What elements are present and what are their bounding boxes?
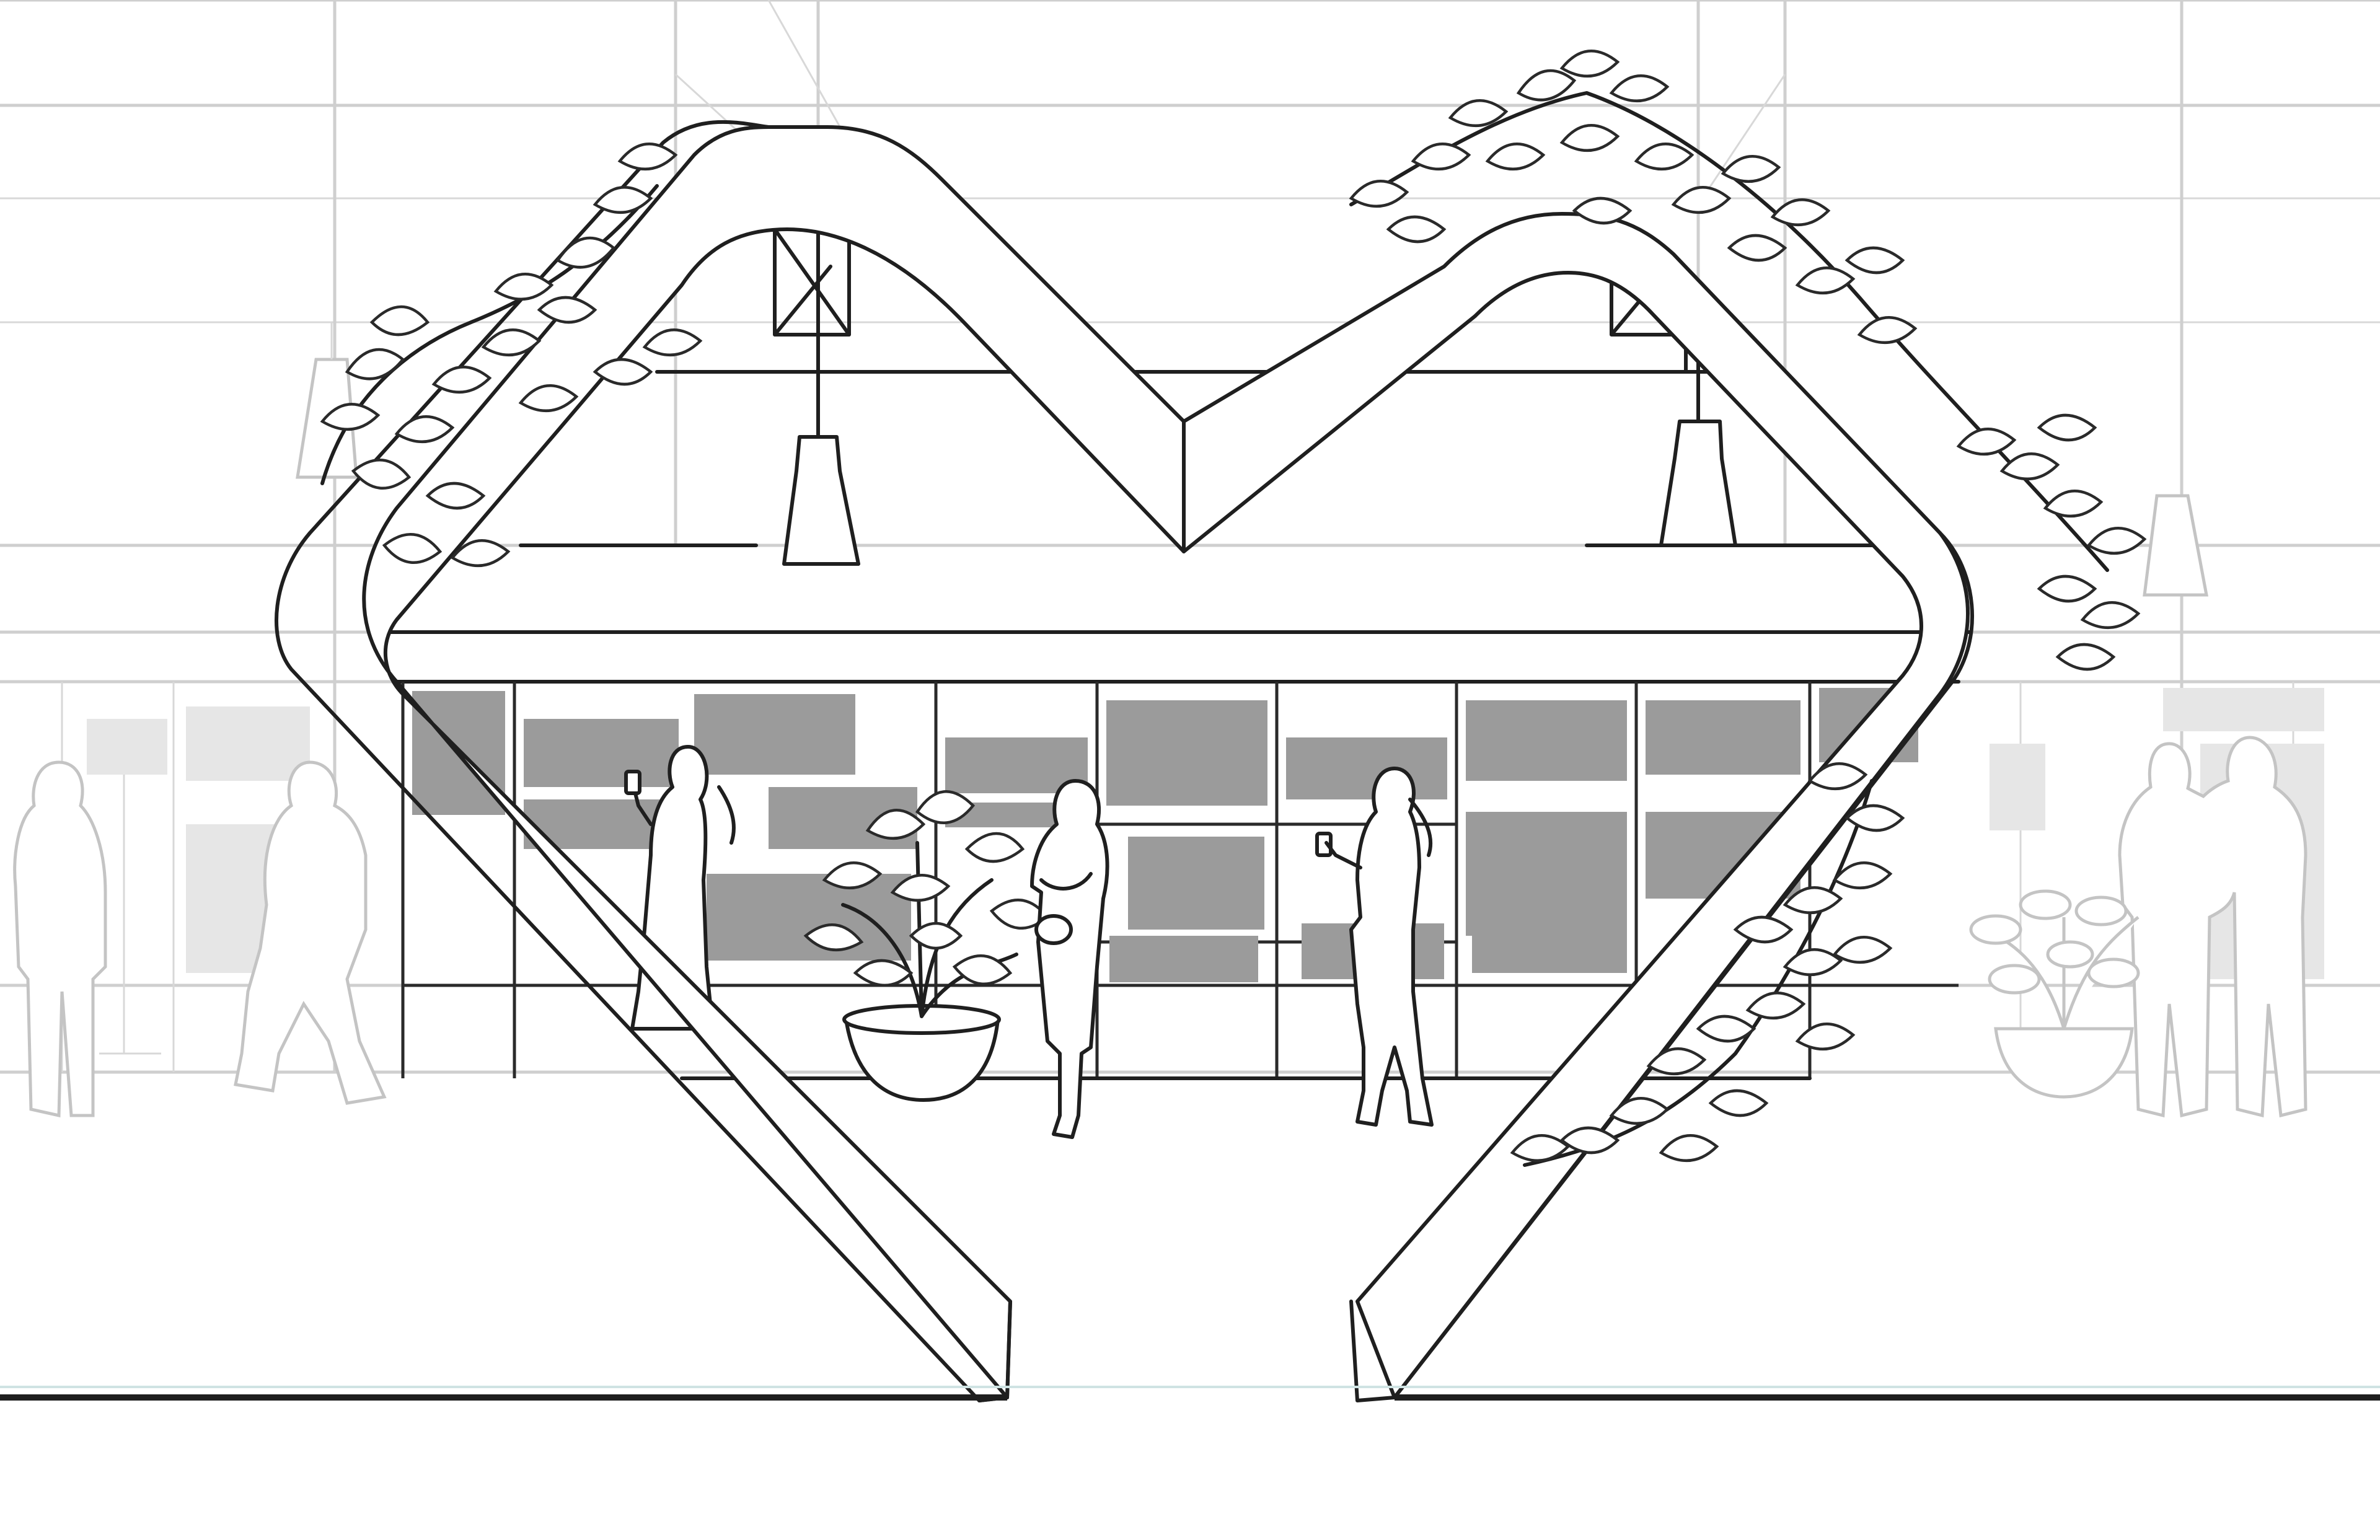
ghost-figure-couple [2118, 736, 2307, 1118]
woman-with-phone-center [1030, 779, 1109, 1139]
pendant-lamps [782, 246, 1737, 566]
heart-arch-front-edge-right [1349, 531, 1974, 1402]
heart-arch-right-half [1182, 212, 1970, 1399]
heart-arch [275, 120, 1974, 1402]
floor-line [0, 1386, 2380, 1401]
ivy-garland-left [320, 142, 703, 568]
interior-room [382, 227, 1973, 684]
background-ghost-figures [13, 736, 2307, 1118]
potted-plant [803, 790, 1050, 1102]
pendant-lamp-left [782, 246, 860, 566]
pendant-lamp-right [1659, 320, 1737, 547]
ivy-garland-right-top [1349, 49, 2147, 671]
ivy-garland-right-bottom [1510, 762, 1905, 1167]
ghost-potted-plant [1969, 889, 2140, 1099]
ghost-figure-walking-man [234, 760, 387, 1105]
heart-arch-front-edge-left [275, 120, 1009, 1402]
woman-with-phone-right [1315, 767, 1434, 1127]
ghost-figure-left-woman [13, 760, 107, 1118]
